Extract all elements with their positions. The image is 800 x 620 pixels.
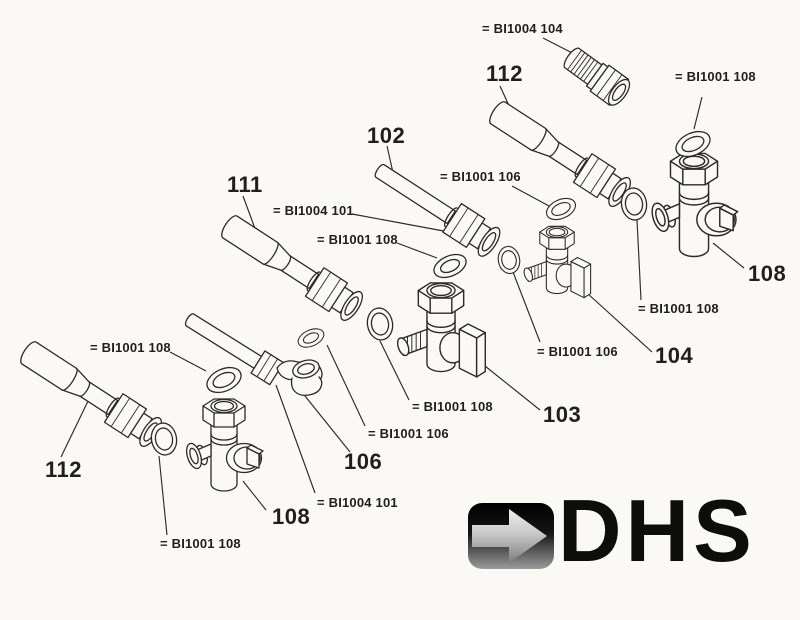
ref-bi1001-108-center: = BI1001 108: [412, 399, 493, 414]
part-number-112-top: 112: [486, 61, 523, 86]
washer-108-left: [202, 361, 246, 399]
washer-106-center-left: [294, 324, 328, 352]
pipe-112-top: [486, 98, 636, 211]
part-number-106: 106: [344, 449, 383, 474]
ref-bi1001-106-center-left: = BI1001 106: [368, 426, 449, 441]
valve-104: [522, 226, 590, 297]
ref-bi1001-108-upper-mid: = BI1001 108: [317, 232, 398, 247]
part-number-103: 103: [543, 402, 582, 427]
ref-bi1001-108-left: = BI1001 108: [90, 340, 171, 355]
leader-lines: [60, 37, 745, 536]
ref-bi1001-106-mid-right: = BI1001 106: [537, 344, 618, 359]
elbow-106: [184, 313, 323, 396]
oring-106-mid-right: [495, 244, 523, 276]
ref-bi1001-108-bottom: = BI1001 108: [160, 536, 241, 551]
compression-fitting-104: [563, 47, 631, 106]
part-number-108-right: 108: [748, 261, 787, 286]
washer-108-upper-mid: [429, 249, 471, 283]
part-number-108-bottom: 108: [272, 504, 311, 529]
oring-108-center: [364, 305, 396, 343]
ref-bi1004-104: = BI1004 104: [482, 21, 563, 36]
ref-bi1004-101-lower: = BI1004 101: [317, 495, 398, 510]
arrow-right-icon: [468, 503, 554, 569]
ref-bi1004-101-upper: = BI1004 101: [273, 203, 354, 218]
ref-bi1001-106-upper: = BI1001 106: [440, 169, 521, 184]
part-number-111: 111: [227, 172, 263, 197]
ref-bi1001-108-top-right: = BI1001 108: [675, 69, 756, 84]
valve-108-right: [649, 153, 738, 256]
part-number-104: 104: [655, 343, 694, 368]
dhs-logo: DHS: [466, 487, 786, 592]
valve-103: [395, 283, 485, 377]
dhs-logo-text: DHS: [558, 481, 756, 580]
washer-106-upper: [542, 193, 580, 225]
valve-108-bottom: [184, 399, 263, 491]
ref-bi1001-108-right: = BI1001 108: [638, 301, 719, 316]
part-number-102: 102: [367, 123, 406, 148]
pipe-111: [218, 212, 368, 325]
part-number-112-left: 112: [45, 457, 82, 482]
